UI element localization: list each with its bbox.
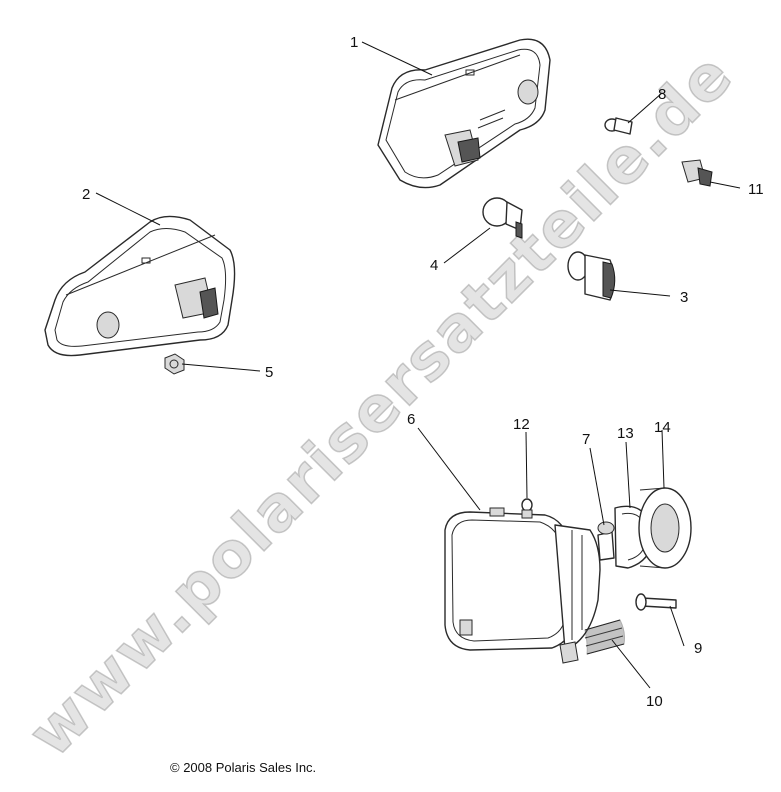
- headlight-cover-cap: [638, 487, 692, 569]
- callout-1: 1: [350, 34, 358, 51]
- taillight-housing-left: [44, 215, 236, 357]
- callout-5: 5: [265, 364, 273, 381]
- hex-nut: [164, 353, 185, 375]
- headlight-small-bulb: [521, 498, 533, 519]
- small-socket: [681, 159, 713, 187]
- bulb-socket: [567, 251, 616, 301]
- callout-2: 2: [82, 186, 90, 203]
- callout-10: 10: [646, 693, 663, 710]
- callout-9: 9: [694, 640, 702, 657]
- headlight-bulb: [597, 521, 615, 561]
- adjuster-spring: [584, 619, 625, 655]
- callout-13: 13: [617, 425, 634, 442]
- callout-12: 12: [513, 416, 530, 433]
- callout-7: 7: [582, 431, 590, 448]
- callout-8: 8: [658, 86, 666, 103]
- callout-11: 11: [748, 181, 764, 198]
- pivot-pin: [635, 593, 677, 611]
- small-bulb: [604, 117, 633, 135]
- taillight-housing-right: [377, 38, 551, 189]
- callout-3: 3: [680, 289, 688, 306]
- leader-lines: [95, 41, 741, 689]
- taillight-bulb: [482, 197, 523, 239]
- callout-6: 6: [407, 411, 415, 428]
- copyright-text: © 2008 Polaris Sales Inc.: [170, 760, 316, 775]
- callout-14: 14: [654, 419, 671, 436]
- callout-4: 4: [430, 257, 438, 274]
- headlight-assembly: [444, 507, 601, 664]
